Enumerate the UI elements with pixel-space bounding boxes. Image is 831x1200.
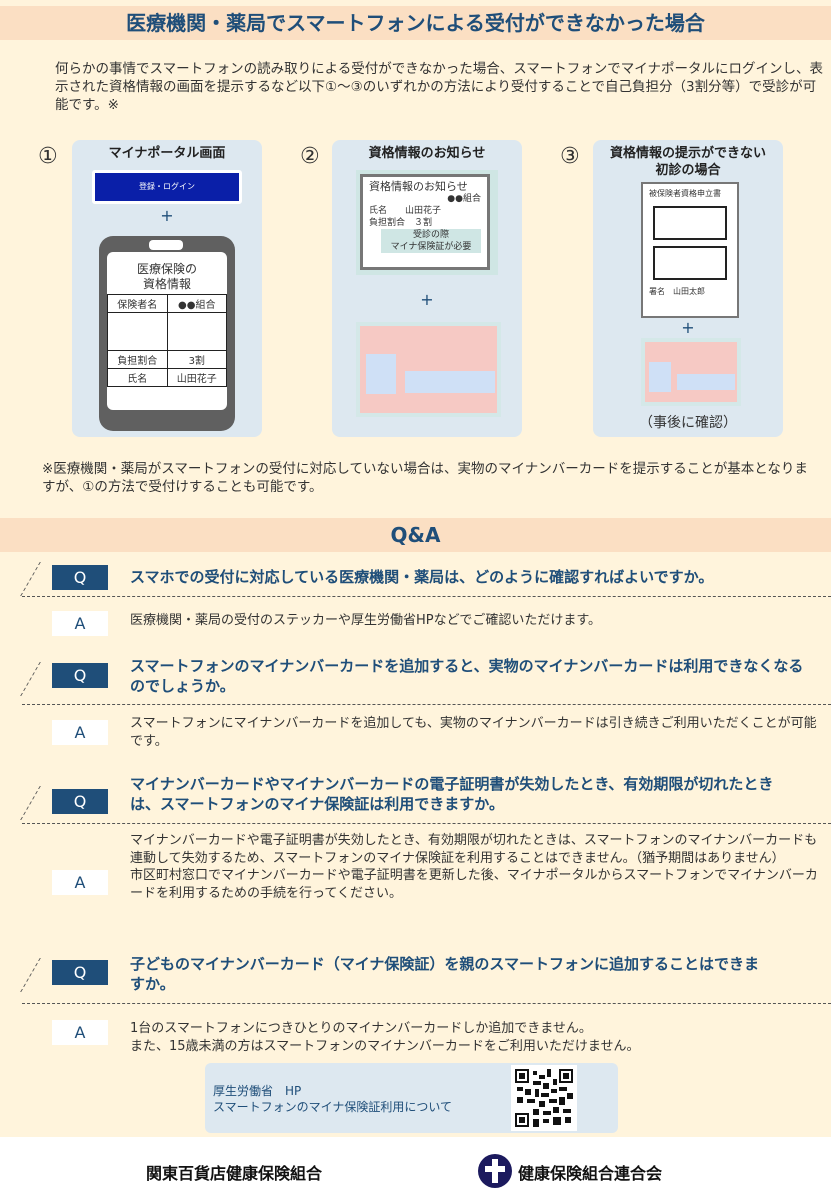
question-1: スマホでの受付に対応している医療機関・薬局は、どのように確認すればよいですか。 (130, 568, 714, 586)
plus-sign: + (681, 318, 695, 337)
doc-ratio: 負担割合 ３割 (369, 218, 433, 228)
footer-org-right: 健康保険組合連合会 (518, 1164, 663, 1183)
mhlw-hp-box[interactable]: 厚生労働省 HP スマートフォンのマイナ保険証利用について (205, 1063, 618, 1133)
method-3-title: 資格情報の提示ができない 初診の場合 (609, 146, 766, 178)
method-1-panel: マイナポータル画面 登録・ログイン + 医療保険の 資格情報 保険者名●●組合 … (72, 140, 262, 437)
q-label: Q (52, 565, 108, 590)
note-text: ※医療機関・薬局がスマートフォンの受付に対応していない場合は、実物のマイナンバー… (42, 461, 808, 495)
question-2: スマートフォンのマイナンバーカードを追加すると、実物のマイナンバーカードは利用で… (130, 657, 804, 695)
method-1-number: ① (38, 144, 58, 169)
login-button-illustration: 登録・ログイン (92, 170, 242, 204)
eligibility-notice-illustration: 資格情報のお知らせ ●●組合 氏名 山田花子 負担割合 ３割 受診の際 マイナ保… (360, 174, 490, 270)
a-label: A (52, 720, 108, 745)
method-2-title: 資格情報のお知らせ (368, 146, 486, 161)
method-1-title: マイナポータル画面 (108, 146, 226, 161)
hp-text: 厚生労働省 HP スマートフォンのマイナ保険証利用について (213, 1083, 452, 1115)
a-label: A (52, 611, 108, 636)
question-4: 子どものマイナンバーカード（マイナ保険証）を親のスマートフォンに追加することはで… (130, 955, 759, 993)
answer-3: マイナンバーカードや電子証明書が失効したとき、有効期限が切れたときは、スマートフ… (130, 833, 818, 901)
cell: 負担割合 (107, 350, 168, 369)
doc-title: 資格情報のお知らせ (369, 180, 468, 193)
cell: ●●組合 (166, 294, 227, 313)
answer-1: 医療機関・薬局の受付のステッカーや厚生労働省HPなどでご確認いただけます。 (130, 613, 602, 628)
hp-line2: スマートフォンのマイナ保険証利用について (213, 1100, 453, 1114)
doc-org: ●●組合 (447, 194, 481, 204)
doc-title: 被保険者資格申立書 (649, 189, 721, 198)
divider (22, 596, 831, 597)
cell: 保険者名 (107, 294, 168, 313)
screen-title: 医療保険の 資格情報 (136, 262, 197, 291)
q-label: Q (52, 789, 108, 814)
page-title: 医療機関・薬局でスマートフォンによる受付ができなかった場合 (0, 6, 831, 40)
method-2-panel: 資格情報のお知らせ 資格情報のお知らせ ●●組合 氏名 山田花子 負担割合 ３割… (332, 140, 522, 437)
person-photo (649, 362, 671, 392)
cell: 山田花子 (166, 368, 227, 387)
my-number-card-illustration (356, 322, 501, 417)
answer-2: スマートフォンにマイナンバーカードを追加しても、実物のマイナンバーカードは引き続… (130, 716, 817, 749)
doc-note: 受診の際 マイナ保険証が必要 (381, 229, 481, 253)
q-label: Q (52, 663, 108, 688)
divider (22, 704, 831, 705)
qa-title: Q&A (0, 518, 831, 552)
a-label: A (52, 1020, 108, 1045)
doc-sign: 署名 山田太郎 (649, 287, 705, 296)
qr-code-icon[interactable] (511, 1065, 577, 1131)
divider (22, 1003, 831, 1004)
footer-org-left: 関東百貨店健康保険組合 (146, 1164, 323, 1183)
cell: 3割 (166, 350, 227, 369)
plus-sign: + (420, 290, 434, 309)
person-photo (366, 354, 396, 394)
a-label: A (52, 870, 108, 895)
doc-name: 氏名 山田花子 (369, 206, 442, 216)
cell: 氏名 (107, 368, 168, 387)
question-3: マイナンバーカードやマイナンバーカードの電子証明書が失効したとき、有効期限が切れ… (130, 775, 774, 813)
hp-line1: 厚生労働省 HP (213, 1084, 302, 1098)
plus-sign: + (160, 206, 174, 225)
method-3-panel: 資格情報の提示ができない 初診の場合 被保険者資格申立書 署名 山田太郎 + （… (593, 140, 783, 437)
answer-4: 1台のスマートフォンにつきひとりのマイナンバーカードしか追加できません。 また、… (130, 1021, 640, 1054)
method-2-number: ② (300, 144, 320, 169)
kenporen-logo-icon (478, 1154, 512, 1188)
q-label: Q (52, 960, 108, 985)
after-confirmation-caption: （事後に確認） (639, 415, 737, 431)
my-number-card-illustration (641, 338, 741, 406)
method-3-number: ③ (560, 144, 580, 169)
intro-text: 何らかの事情でスマートフォンの読み取りによる受付ができなかった場合、スマートフォ… (55, 61, 824, 113)
declaration-form-illustration: 被保険者資格申立書 署名 山田太郎 (641, 182, 739, 318)
divider (22, 823, 831, 824)
